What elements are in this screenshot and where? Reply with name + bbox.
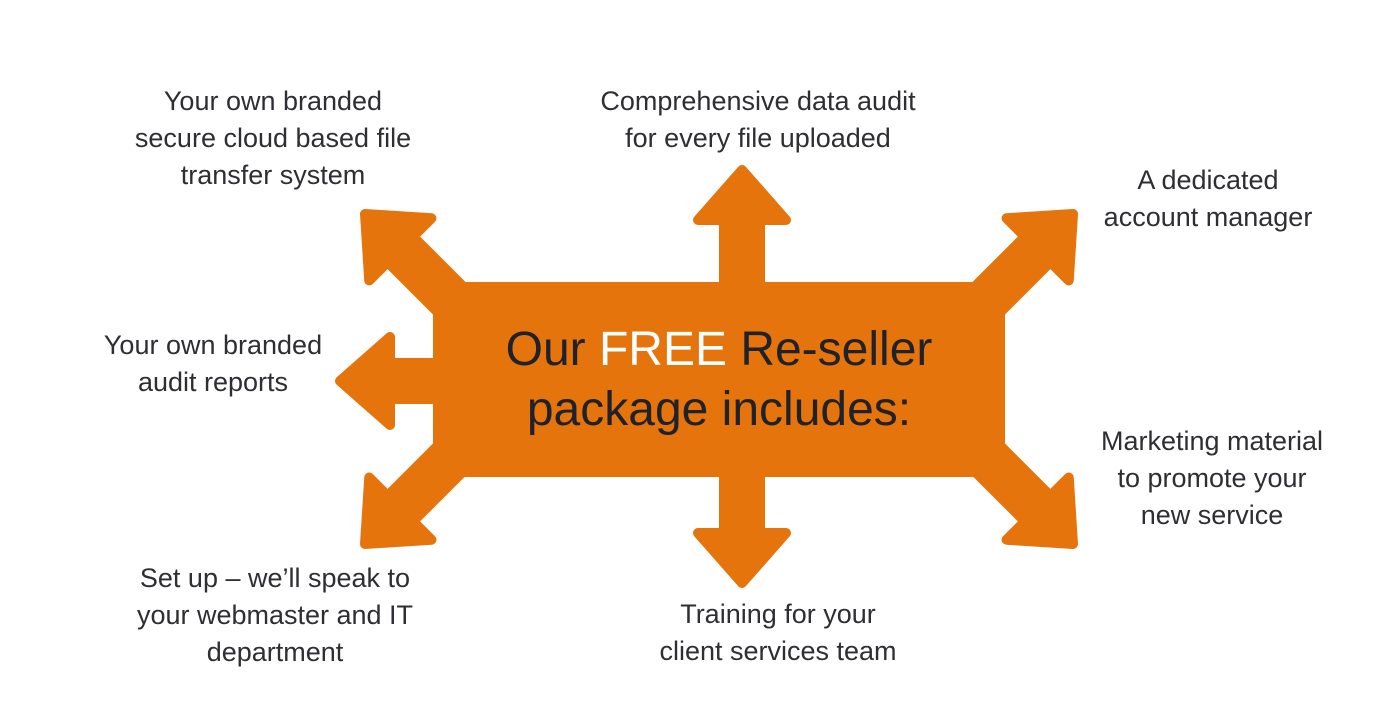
center-title-line-1: Our FREE Re-seller <box>506 320 933 380</box>
center-box <box>433 282 1005 477</box>
center-title-line-2: package includes: <box>526 382 912 436</box>
title-pre: Our <box>505 322 599 376</box>
title-highlight-free: FREE <box>598 322 727 376</box>
center-title: Our FREE Re-seller package includes: <box>433 282 1005 477</box>
title-post: Re-seller <box>726 322 933 376</box>
